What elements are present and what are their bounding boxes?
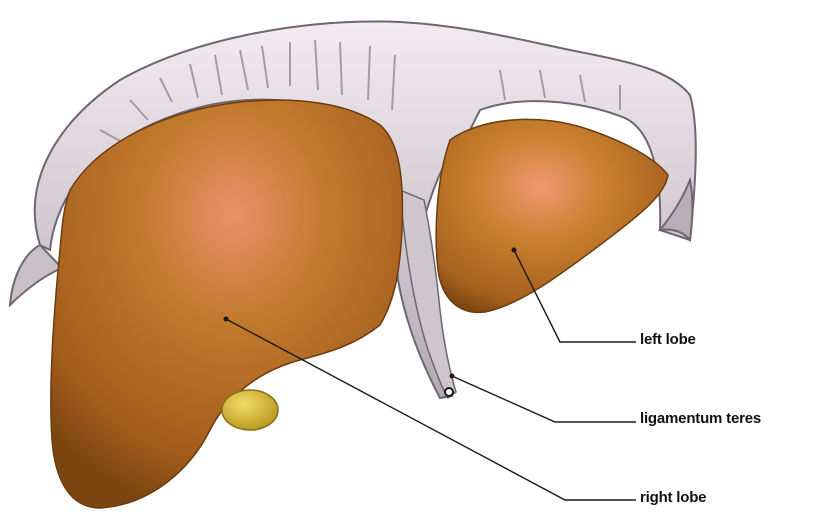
label-left-lobe: left lobe	[640, 331, 696, 348]
pointer-dot-left-lobe	[512, 248, 517, 253]
left-lobe	[436, 119, 668, 312]
gallbladder	[222, 390, 278, 430]
capsule-left-fold	[10, 245, 62, 305]
label-ligamentum-teres: ligamentum teres	[640, 410, 761, 427]
ligamentum-teres-tip	[445, 388, 453, 396]
pointer-dot-right-lobe	[224, 317, 229, 322]
pointer-dot-ligamentum-teres	[450, 374, 455, 379]
leader-line-ligamentum-teres	[452, 376, 636, 422]
label-right-lobe: right lobe	[640, 489, 706, 506]
right-lobe	[51, 100, 403, 508]
